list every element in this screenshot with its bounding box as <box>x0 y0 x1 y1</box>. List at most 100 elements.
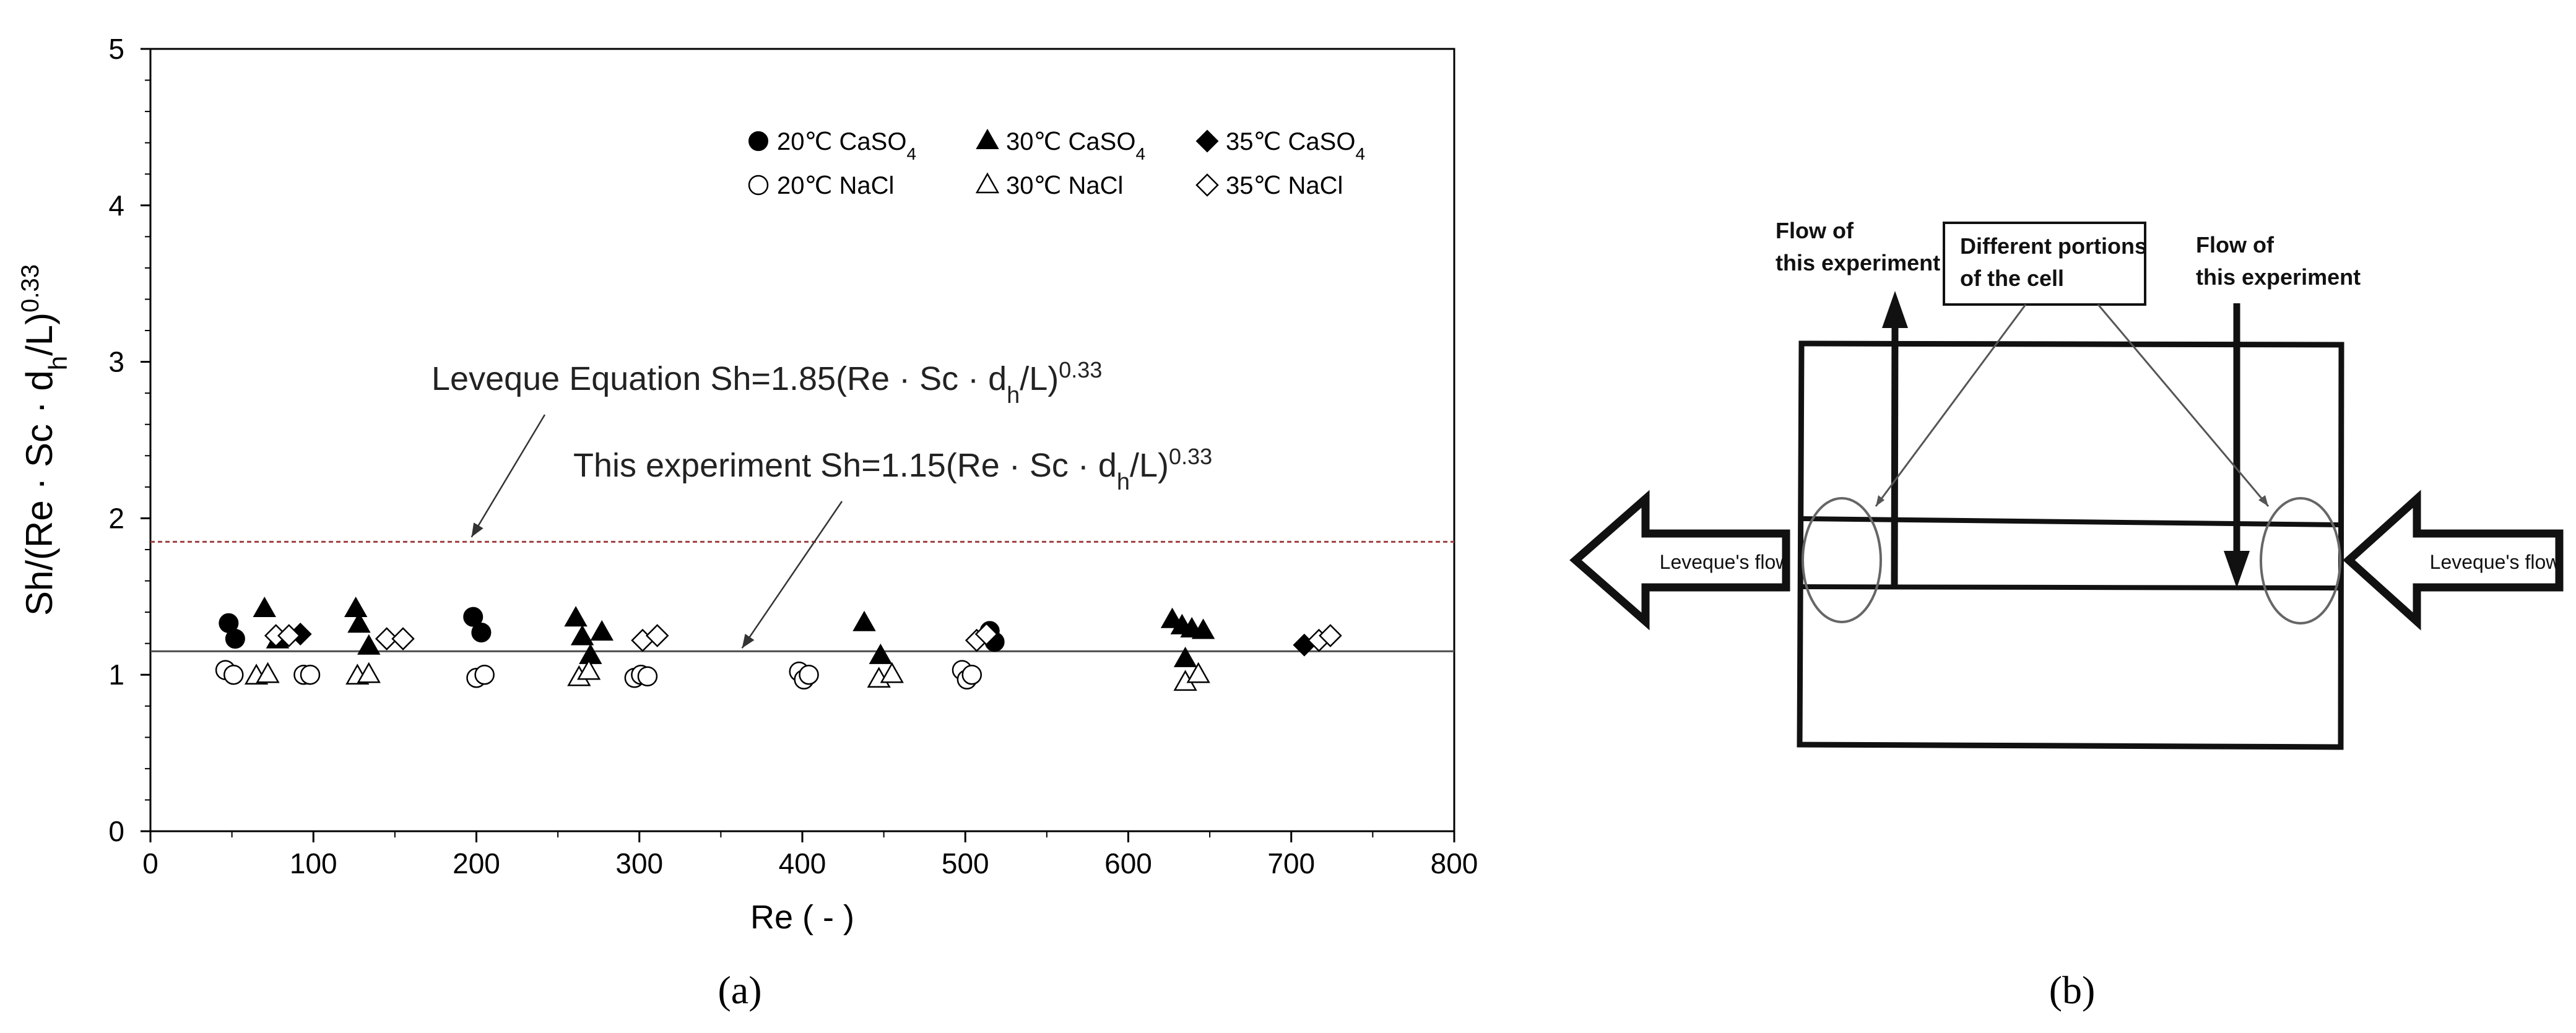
data-point-triangle-open <box>256 662 280 683</box>
flow-up-arrow-shaft <box>1891 318 1899 587</box>
legend-label: 35℃ NaCl <box>1226 172 1343 199</box>
legend-marker <box>748 175 769 196</box>
legend: 20℃ CaSO4 30℃ CaSO4 35℃ CaSO4 20℃ NaCl 30℃ N… <box>748 128 1365 199</box>
legend-label: 30℃ CaSO4 <box>1006 128 1145 163</box>
y-tick-label: 2 <box>108 502 124 534</box>
legend-marker <box>1195 129 1219 153</box>
equation-annotations: Leveque Equation Sh=1.85(Re · Sc · dh/L)… <box>432 357 1212 649</box>
data-point-triangle-filled <box>869 643 893 664</box>
portion-circle-right <box>2260 497 2341 625</box>
panel-label-a: (a) <box>718 968 761 1012</box>
leveque-arrow-right <box>2343 490 2564 631</box>
data-point-triangle-filled <box>579 643 602 664</box>
data-point-circle-open <box>223 664 244 685</box>
flow-up-arrowhead <box>1882 291 1908 328</box>
data-point-triangle-open <box>880 662 904 683</box>
x-axis-title: Re ( - ) <box>750 899 854 936</box>
legend-label: 30℃ NaCl <box>1006 172 1123 199</box>
legend-marker <box>975 172 1000 194</box>
callout-text-line2: of the cell <box>1960 266 2064 291</box>
data-point-triangle-filled <box>357 634 381 655</box>
y-tick-label: 1 <box>108 659 124 691</box>
data-point-triangle-open <box>357 662 381 683</box>
x-tick-label: 200 <box>453 847 500 880</box>
y-tick-label: 5 <box>108 33 124 65</box>
data-point-triangle-filled <box>590 620 614 641</box>
legend-marker <box>976 128 999 149</box>
equation-label: Leveque Equation Sh=1.85(Re · Sc · dh/L)… <box>432 357 1102 409</box>
callout-pointer-right-head <box>2258 495 2268 506</box>
data-point-circle-open <box>300 664 321 685</box>
flow-left-label-line2: this experiment <box>1776 250 1940 275</box>
y-tick-label: 3 <box>108 346 124 378</box>
data-point-diamond-open <box>1319 624 1342 647</box>
x-tick-label: 400 <box>779 847 826 880</box>
callout-text-line1: Different portions <box>1960 233 2147 259</box>
data-point-diamond-open <box>375 627 399 650</box>
data-point-circle-open <box>961 664 982 685</box>
channel-bottom-line <box>1800 584 2341 590</box>
callout-box <box>1943 222 2146 306</box>
diagram-b: Different portions of the cell Flow of t… <box>1569 218 2564 1012</box>
data-point-circle-open <box>637 666 658 686</box>
data-points <box>215 596 1342 691</box>
leveque-label-left: Leveque's flow <box>1660 551 1791 573</box>
flow-right-label-line1: Flow of <box>2196 232 2275 257</box>
data-point-triangle-filled <box>1191 618 1215 639</box>
callout-pointer-right <box>2097 304 2270 507</box>
data-point-circle-filled <box>225 629 245 649</box>
data-point-triangle-open <box>576 659 601 680</box>
x-tick-label: 0 <box>142 847 158 880</box>
annotation-arrowhead <box>742 633 755 649</box>
y-tick-label: 4 <box>108 189 124 222</box>
callout-pointer-left <box>1875 304 2027 507</box>
legend-marker <box>1195 173 1219 197</box>
annotation-arrow <box>471 414 546 538</box>
legend-label: 35℃ CaSO4 <box>1226 128 1365 163</box>
channel-top-line <box>1801 516 2341 527</box>
x-tick-label: 600 <box>1104 847 1152 880</box>
axis-ticks: 0 100 200 300 400 500 600 700 800 0 1 2 3 4 5 <box>108 33 1478 880</box>
data-point-diamond-open <box>974 622 999 646</box>
y-axis-title: Sh/(Re · Sc · dh/L)0.33 <box>17 264 72 616</box>
equation-label: This experiment Sh=1.15(Re · Sc · dh/L)0… <box>573 444 1212 496</box>
legend-label: 20℃ CaSO4 <box>777 128 916 163</box>
x-tick-label: 500 <box>942 847 989 880</box>
data-point-circle-open <box>474 664 495 685</box>
chart-a: 0 100 200 300 400 500 600 700 800 0 1 2 3 4 5 Leveque … <box>17 33 1478 1012</box>
x-tick-label: 100 <box>290 847 337 880</box>
legend-label: 20℃ NaCl <box>777 172 894 199</box>
data-point-circle-filled <box>463 607 484 627</box>
y-tick-label: 0 <box>108 815 124 847</box>
data-point-circle-open <box>799 664 819 685</box>
flow-down-arrowhead <box>2224 551 2250 588</box>
portion-circle-left <box>1802 497 1882 623</box>
data-point-diamond-open <box>391 627 415 650</box>
data-point-diamond-open <box>645 624 669 647</box>
annotation-arrow <box>741 501 843 649</box>
data-point-triangle-filled <box>564 606 588 627</box>
x-tick-label: 700 <box>1267 847 1315 880</box>
annotation-arrowhead <box>471 522 484 537</box>
data-point-circle-filled <box>471 622 492 642</box>
plot-frame <box>149 48 1455 832</box>
leveque-arrow-left <box>1569 490 1790 631</box>
data-point-triangle-filled <box>852 610 876 631</box>
callout-pointer-left-head <box>1876 495 1884 506</box>
data-point-triangle-filled <box>344 596 368 618</box>
legend-marker <box>748 131 768 151</box>
data-point-triangle-filled <box>570 625 594 646</box>
flow-left-label-line1: Flow of <box>1776 218 1854 243</box>
x-tick-label: 300 <box>615 847 663 880</box>
panel-label-b: (b) <box>2049 968 2096 1012</box>
flow-right-label-line2: this experiment <box>2196 264 2361 290</box>
cell-outer-box <box>1797 340 2344 750</box>
data-point-diamond-open <box>277 624 301 647</box>
data-point-triangle-open <box>1186 662 1210 683</box>
data-point-triangle-filled <box>253 596 276 618</box>
x-tick-label: 800 <box>1431 847 1478 880</box>
data-point-triangle-filled <box>1173 646 1197 667</box>
data-point-triangle-filled <box>347 612 371 633</box>
leveque-label-right: Leveque's flow <box>2430 551 2561 573</box>
